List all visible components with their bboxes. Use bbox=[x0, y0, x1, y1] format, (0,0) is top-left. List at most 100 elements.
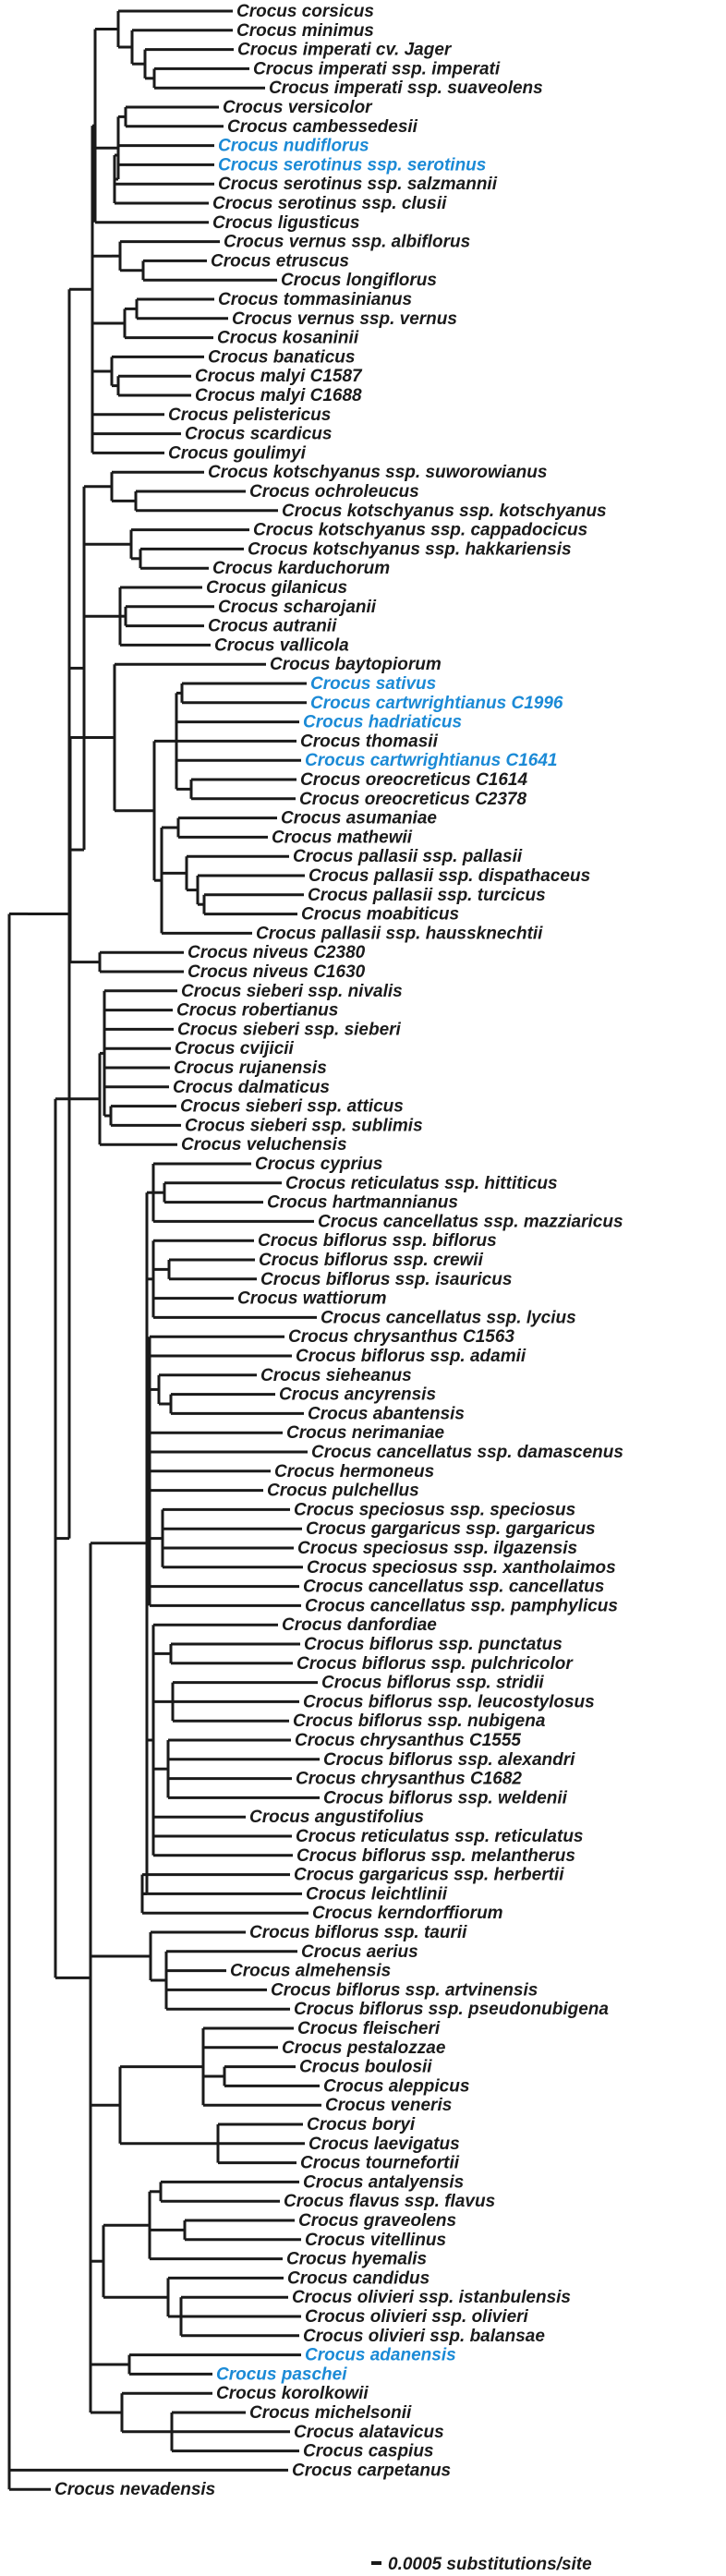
taxon-label: Crocus pallasii ssp. pallasii bbox=[293, 847, 523, 866]
taxon-label: Crocus aerius bbox=[301, 1942, 418, 1962]
taxon-label: Crocus sieberi ssp. sublimis bbox=[185, 1116, 423, 1135]
taxon-label: Crocus veluchensis bbox=[181, 1135, 347, 1155]
taxon-label: Crocus sieberi ssp. atticus bbox=[180, 1097, 404, 1117]
taxon-label: Crocus imperati ssp. suaveolens bbox=[269, 79, 543, 98]
taxon-label: Crocus vernus ssp. albiflorus bbox=[224, 233, 470, 252]
taxon-label: Crocus vernus ssp. vernus bbox=[232, 309, 457, 329]
taxon-label: Crocus biflorus ssp. stridii bbox=[321, 1674, 544, 1693]
taxon-label: Crocus hyemalis bbox=[286, 2250, 427, 2269]
taxon-label: Crocus hartmannianus bbox=[267, 1193, 458, 1213]
taxon-label: Crocus antalyensis bbox=[303, 2172, 464, 2192]
taxon-label: Crocus aleppicus bbox=[323, 2076, 469, 2096]
taxon-label: Crocus thomasii bbox=[300, 732, 439, 751]
taxon-label: Crocus sieberi ssp. sieberi bbox=[177, 1020, 402, 1039]
taxon-label: Crocus niveus C1630 bbox=[188, 962, 366, 982]
taxon-label: Crocus carpetanus bbox=[292, 2461, 451, 2480]
taxon-label: Crocus wattiorum bbox=[237, 1289, 387, 1309]
taxon-label: Crocus candidus bbox=[287, 2268, 430, 2288]
taxon-label: Crocus biflorus ssp. nubigena bbox=[293, 1711, 546, 1731]
scale-bar-label: 0.0005 substitutions/site bbox=[388, 2555, 592, 2574]
taxon-label: Crocus autranii bbox=[208, 617, 337, 636]
taxon-label: Crocus vitellinus bbox=[305, 2231, 446, 2250]
taxon-label: Crocus speciosus ssp. speciosus bbox=[294, 1500, 575, 1519]
taxon-label: Crocus cartwrightianus C1996 bbox=[310, 694, 563, 713]
taxon-label: Crocus biflorus ssp. punctatus bbox=[304, 1635, 563, 1654]
taxon-label: Crocus biflorus ssp. adamii bbox=[296, 1347, 526, 1366]
taxon-label: Crocus ancyrensis bbox=[279, 1385, 436, 1405]
taxon-label: Crocus nevadensis bbox=[54, 2480, 215, 2499]
taxon-label: Crocus tournefortii bbox=[300, 2154, 460, 2173]
taxon-label: Crocus laevigatus bbox=[309, 2135, 460, 2154]
taxon-label: Crocus gargaricus ssp. gargaricus bbox=[306, 1519, 596, 1539]
taxon-label: Crocus pestalozzae bbox=[282, 2038, 446, 2058]
taxon-label: Crocus kotschyanus ssp. hakkariensis bbox=[248, 539, 572, 559]
taxon-label: Crocus nudiflorus bbox=[218, 137, 369, 156]
taxon-label: Crocus biflorus ssp. alexandri bbox=[323, 1750, 575, 1770]
taxon-label: Crocus biflorus ssp. isauricus bbox=[260, 1270, 512, 1289]
taxon-label: Crocus malyi C1688 bbox=[195, 386, 362, 405]
taxon-label: Crocus flavus ssp. flavus bbox=[284, 2192, 495, 2211]
taxon-label: Crocus chrysanthus C1555 bbox=[295, 1731, 521, 1750]
taxon-label: Crocus kotschyanus ssp. suworowianus bbox=[208, 463, 547, 482]
taxon-label: Crocus chrysanthus C1563 bbox=[288, 1327, 514, 1347]
taxon-label: Crocus imperati ssp. imperati bbox=[253, 59, 501, 79]
taxon-label: Crocus pelistericus bbox=[168, 405, 331, 425]
taxon-label: Crocus goulimyi bbox=[168, 443, 307, 463]
taxon-label: Crocus fleischeri bbox=[297, 2019, 441, 2038]
taxon-label: Crocus graveolens bbox=[298, 2211, 456, 2231]
taxon-label: Crocus vallicola bbox=[214, 635, 349, 655]
taxon-label: Crocus etruscus bbox=[211, 251, 349, 271]
taxon-label: Crocus cambessedesii bbox=[227, 117, 418, 137]
taxon-label: Crocus reticulatus ssp. reticulatus bbox=[296, 1827, 584, 1846]
taxon-label: Crocus ochroleucus bbox=[249, 482, 419, 502]
taxon-label: Crocus veneris bbox=[325, 2096, 452, 2115]
taxon-label: Crocus angustifolius bbox=[249, 1808, 424, 1827]
taxon-label: Crocus kotschyanus ssp. cappadocicus bbox=[253, 521, 587, 540]
taxon-label: Crocus sieberi ssp. nivalis bbox=[181, 982, 403, 1001]
taxon-label: Crocus niveus C2380 bbox=[188, 943, 366, 962]
taxon-label: Crocus cancellatus ssp. mazziaricus bbox=[318, 1212, 623, 1231]
taxon-label: Crocus hermoneus bbox=[274, 1462, 434, 1482]
taxon-label: Crocus kosaninii bbox=[217, 329, 359, 348]
taxon-label: Crocus michelsonii bbox=[249, 2403, 412, 2423]
taxon-label: Crocus biflorus ssp. pseudonubigena bbox=[294, 2000, 609, 2019]
taxon-label: Crocus sativus bbox=[310, 674, 436, 694]
taxon-label: Crocus imperati cv. Jager bbox=[237, 41, 453, 60]
taxon-label: Crocus moabiticus bbox=[301, 905, 459, 925]
taxon-label: Crocus reticulatus ssp. hittiticus bbox=[285, 1174, 558, 1193]
taxon-label: Crocus serotinus ssp. salzmannii bbox=[218, 175, 498, 194]
taxon-label: Crocus olivieri ssp. istanbulensis bbox=[292, 2288, 571, 2307]
taxon-label: Crocus biflorus ssp. biflorus bbox=[258, 1231, 497, 1251]
taxon-label: Crocus caspius bbox=[303, 2442, 434, 2461]
taxon-label: Crocus speciosus ssp. xantholaimos bbox=[307, 1558, 616, 1578]
taxon-label: Crocus olivieri ssp. balansae bbox=[303, 2327, 545, 2346]
taxon-label: Crocus corsicus bbox=[236, 2, 374, 21]
taxon-label: Crocus mathewii bbox=[272, 828, 413, 847]
taxon-label: Crocus abantensis bbox=[308, 1404, 465, 1423]
taxon-label: Crocus serotinus ssp. clusii bbox=[212, 194, 447, 213]
tree-branches bbox=[7, 9, 321, 2491]
taxon-label: Crocus minimus bbox=[236, 21, 374, 41]
taxon-label: Crocus paschei bbox=[216, 2364, 347, 2384]
taxon-label: Crocus karduchorum bbox=[212, 559, 390, 578]
taxon-label: Crocus tommasinianus bbox=[218, 290, 412, 309]
taxon-label: Crocus boulosii bbox=[299, 2058, 432, 2077]
taxon-label: Crocus pallasii ssp. dispathaceus bbox=[309, 866, 590, 886]
taxon-label: Crocus malyi C1587 bbox=[195, 367, 363, 386]
taxon-label: Crocus asumaniae bbox=[281, 809, 437, 828]
taxon-label: Crocus chrysanthus C1682 bbox=[296, 1770, 522, 1789]
taxon-label: Crocus kerndorffiorum bbox=[312, 1904, 503, 1923]
taxon-label: Crocus biflorus ssp. weldenii bbox=[323, 1788, 568, 1808]
taxon-label: Crocus cvijicii bbox=[175, 1039, 295, 1058]
taxon-label: Crocus dalmaticus bbox=[173, 1078, 330, 1097]
taxon-label: Crocus pallasii ssp. haussknechtii bbox=[256, 924, 543, 943]
taxon-label: Crocus biflorus ssp. pulchricolor bbox=[296, 1654, 574, 1674]
taxon-label: Crocus baytopiorum bbox=[270, 655, 442, 674]
taxon-label: Crocus cancellatus ssp. lycius bbox=[321, 1308, 576, 1327]
taxon-label: Crocus gilanicus bbox=[206, 578, 347, 598]
taxon-label: Crocus biflorus ssp. leucostylosus bbox=[303, 1692, 595, 1711]
taxon-label: Crocus adanensis bbox=[305, 2346, 456, 2365]
taxon-label: Crocus hadriaticus bbox=[303, 713, 462, 732]
taxon-label: Crocus olivieri ssp. olivieri bbox=[305, 2307, 529, 2327]
